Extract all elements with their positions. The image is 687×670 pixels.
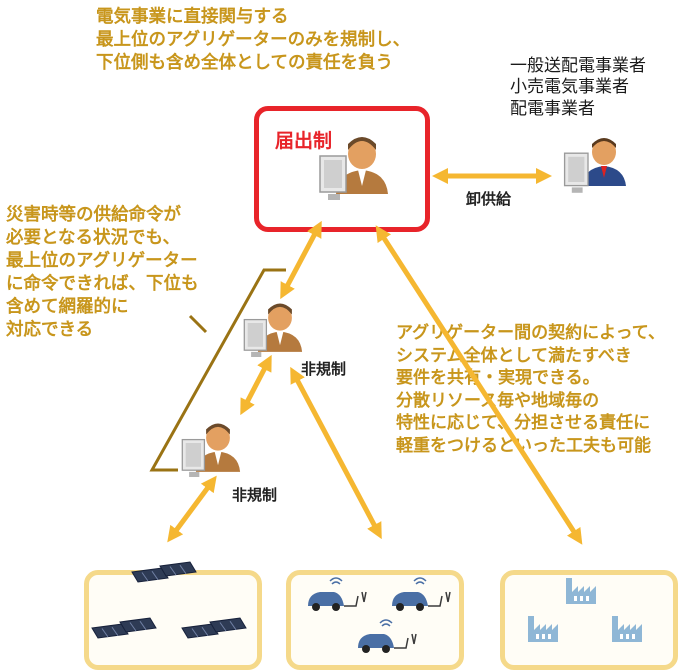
unregulated-label-lower: 非規制 <box>232 486 278 504</box>
left-note: 災害時等の供給命令が 必要となる状況でも、 最上位のアグリゲーター に命令できれ… <box>6 205 199 341</box>
top-to-mid-arrow <box>280 220 322 300</box>
top-aggregator-person <box>319 137 388 201</box>
grouping-bracket <box>149 268 286 472</box>
ev-charger-icons <box>307 577 451 654</box>
top-to-factory-arrow <box>375 225 583 545</box>
wholesale-label: 卸供給 <box>466 190 512 208</box>
top-note: 電気事業に直接関与する 最上位のアグリゲーターのみを規制し、 下位側も含め全体と… <box>96 7 411 74</box>
operators-list: 一般送配電事業者 小売電気事業者 配電事業者 <box>510 56 646 119</box>
mid-to-lower-arrow <box>240 354 272 416</box>
mid-to-ev-arrow <box>290 366 382 540</box>
operator-person <box>563 138 626 194</box>
notification-frame <box>254 106 430 232</box>
bracket-pointer <box>188 314 208 334</box>
unregulated-label-mid: 非規制 <box>301 360 347 378</box>
solar-panel-icons <box>91 561 247 639</box>
lower-to-solar-arrow <box>167 475 217 543</box>
mid-aggregator-person <box>243 303 303 358</box>
factory-icons <box>528 578 642 642</box>
lower-aggregator-person <box>181 423 241 478</box>
notification-label: 届出制 <box>275 130 333 152</box>
